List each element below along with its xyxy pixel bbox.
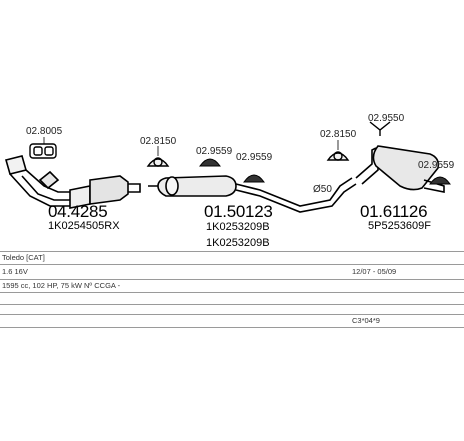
vehicle-spec: 1595 cc, 102 HP, 75 kW Nº CCGA - — [2, 281, 121, 290]
info-rule-4 — [0, 292, 464, 293]
label-029559-b: 02.9559 — [236, 152, 273, 163]
part-number-2: 01.50123 — [204, 202, 273, 221]
label-028005: 02.8005 — [26, 126, 63, 137]
label-028150-a: 02.8150 — [140, 136, 177, 147]
hanger-029550 — [369, 121, 391, 136]
info-rule-7 — [0, 327, 464, 328]
gasket-028005 — [29, 143, 57, 159]
vehicle-model: Toledo [CAT] — [2, 253, 45, 262]
part-number-1: 04.4285 — [48, 202, 108, 221]
vehicle-dates: 12/07 - 05/09 — [352, 267, 397, 276]
front-pipe-catalyst — [5, 155, 141, 209]
oe-number-1: 1K0254505RX — [48, 220, 120, 232]
info-rule-3 — [0, 279, 464, 280]
clamp-028150-b — [326, 151, 350, 161]
clamp-028150-a — [146, 157, 170, 167]
label-028150-b: 02.8150 — [320, 129, 357, 140]
hanger-029559-c — [429, 176, 451, 185]
vehicle-engine: 1.6 16V — [2, 267, 28, 276]
info-rule-6 — [0, 314, 464, 315]
rear-silencer — [355, 145, 445, 193]
oe-number-3: 5P5253609F — [368, 220, 431, 232]
hanger-029559-b — [243, 174, 265, 183]
label-029559-c: 02.9559 — [418, 160, 455, 171]
info-rule-2 — [0, 264, 464, 265]
info-rule-5 — [0, 304, 464, 305]
label-029550: 02.9550 — [368, 113, 405, 124]
hanger-029559-a — [199, 158, 221, 167]
label-029559-a: 02.9559 — [196, 146, 233, 157]
catalog-code: C3*04*9 — [352, 316, 380, 325]
part-number-3: 01.61126 — [360, 202, 428, 221]
oe-number-2a: 1K0253209B — [206, 221, 270, 233]
oe-number-2b: 1K0253209B — [206, 237, 270, 249]
middle-silencer — [148, 175, 357, 213]
diameter-label: Ø50 — [313, 184, 332, 195]
info-rule-1 — [0, 251, 464, 252]
